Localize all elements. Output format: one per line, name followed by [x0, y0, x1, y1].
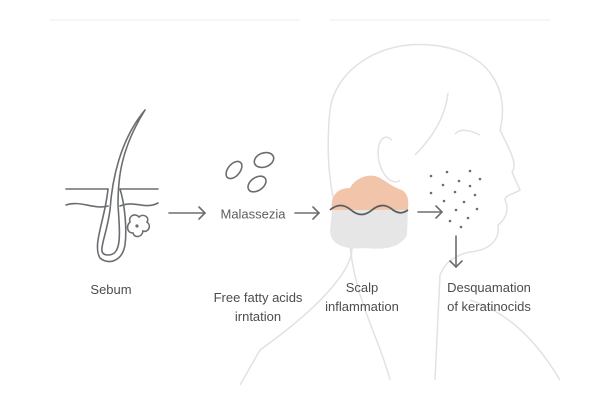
arrow-right-icon	[294, 206, 321, 220]
label-line: irntation	[234, 309, 282, 324]
scalp-inflammation-icon	[329, 175, 409, 249]
flow-arrows	[168, 205, 463, 269]
label-line: Free fatty acids	[213, 290, 303, 305]
label-line: of keratinocids	[447, 299, 531, 314]
desquamation-label: Desquamation of keratinocids	[447, 278, 531, 316]
label-line: Scalp	[345, 280, 379, 295]
malassezia-label: Malassezia	[220, 206, 286, 222]
arrow-right-icon	[417, 205, 444, 219]
arrow-down-icon	[449, 235, 463, 269]
scalp-inflammation-label: Scalp inflammation	[325, 278, 399, 316]
desquamation-flakes-icon	[429, 169, 482, 229]
free-fatty-acids-label: Free fatty acids irntation	[214, 288, 303, 326]
sebum-label: Sebum	[90, 282, 132, 297]
arrow-right-icon	[168, 206, 207, 220]
label-line: inflammation	[325, 299, 399, 314]
head-outline	[239, 43, 561, 386]
malassezia-cells-icon	[225, 151, 275, 193]
hair-follicle-icon	[65, 109, 159, 263]
label-line: Desquamation	[447, 280, 531, 295]
